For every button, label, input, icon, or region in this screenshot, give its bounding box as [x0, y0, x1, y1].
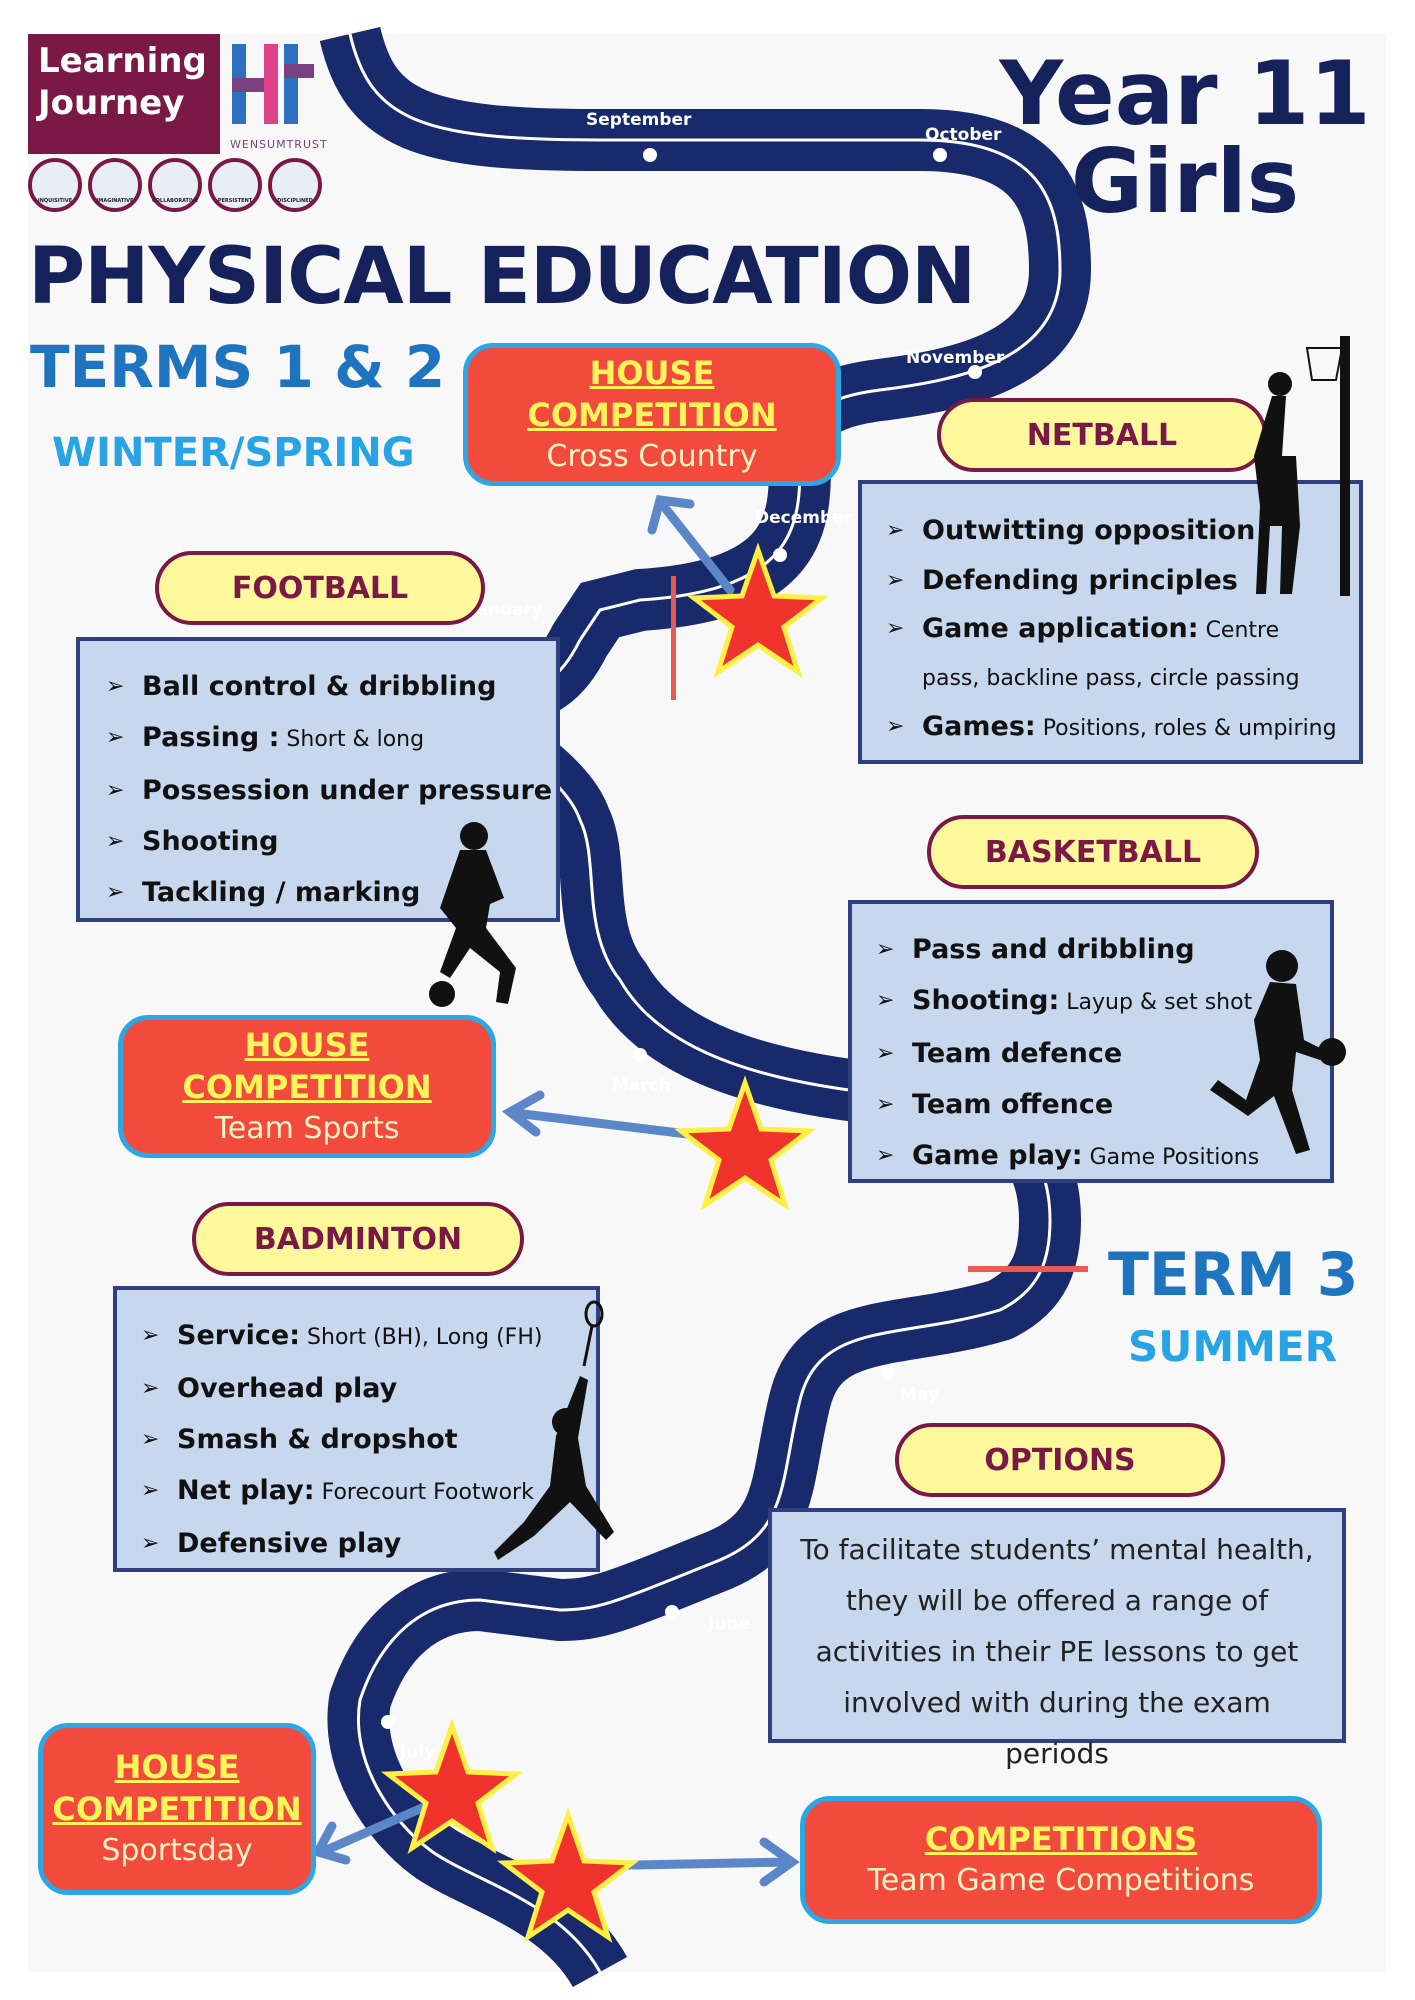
- options-text: To facilitate students’ mental health, t…: [800, 1533, 1314, 1770]
- october-marker: [933, 148, 947, 162]
- options-panel: To facilitate students’ mental health, t…: [768, 1508, 1346, 1770]
- competition-title-line1: HOUSE: [114, 1748, 240, 1786]
- logo-line1: Learning: [38, 41, 207, 81]
- badminton-item: Smash & dropshot: [141, 1414, 596, 1465]
- football-item: Tackling / marking: [106, 867, 556, 918]
- basketball-panel: Pass and dribbling Shooting: Layup & set…: [848, 900, 1334, 1183]
- house-competition-sportsday: HOUSE COMPETITION Sportsday: [38, 1723, 316, 1895]
- competitions-team-games: COMPETITIONS Team Game Competitions: [800, 1796, 1322, 1924]
- month-july: July: [400, 1742, 436, 1762]
- trust-name: WENSUMTRUST: [230, 138, 328, 151]
- term-divider-2: [968, 1266, 1088, 1272]
- november-marker: [968, 365, 982, 379]
- month-june: June: [708, 1614, 751, 1634]
- netball-item: Games: Positions, roles & umpiring: [886, 702, 1359, 754]
- badminton-item: Service: Short (BH), Long (FH): [141, 1310, 596, 1363]
- year-line2: Girls: [1070, 130, 1300, 233]
- netball-panel: Outwitting opposition Defending principl…: [858, 480, 1363, 764]
- competition-title: HOUSE COMPETITION: [182, 1025, 432, 1106]
- badminton-label: BADMINTON: [192, 1202, 524, 1276]
- football-player-icon: [429, 822, 516, 1007]
- netball-label: NETBALL: [937, 398, 1267, 472]
- learning-journey-logo: Learning Journey: [28, 34, 220, 154]
- netball-list: Outwitting opposition Defending principl…: [886, 506, 1359, 754]
- house-competition-cross-country: HOUSE COMPETITION Cross Country: [463, 343, 841, 486]
- basketball-item: Shooting: Layup & set shot: [876, 975, 1330, 1028]
- football-label: FOOTBALL: [155, 551, 485, 625]
- collaborative-icon: COLLABORATIVE: [148, 158, 202, 212]
- football-item: Passing : Short & long: [106, 712, 556, 765]
- basketball-item: Pass and dribbling: [876, 924, 1330, 975]
- logo-line2: Journey: [38, 83, 185, 123]
- badminton-player-icon: [494, 1300, 614, 1560]
- season-heading: WINTER/SPRING: [52, 430, 415, 476]
- june-marker: [665, 1605, 679, 1619]
- month-november: November: [906, 348, 1005, 368]
- competition-subtitle: Team Sports: [214, 1110, 400, 1146]
- terms-heading: TERMS 1 & 2: [30, 333, 446, 401]
- football-list: Ball control & dribbling Passing : Short…: [106, 661, 556, 918]
- football-item: Possession under pressure: [106, 765, 556, 816]
- disciplined-icon: DISCIPLINED: [268, 158, 322, 212]
- imaginative-icon: IMAGINATIVE: [88, 158, 142, 212]
- competition-title: HOUSE COMPETITION: [527, 353, 777, 434]
- basketball-list: Pass and dribbling Shooting: Layup & set…: [876, 924, 1330, 1183]
- march-marker: [633, 1048, 647, 1062]
- school-values: INQUISITIVE IMAGINATIVE COLLABORATIVE PE…: [28, 158, 338, 212]
- month-october: October: [925, 125, 1002, 145]
- basketball-item: Game play: Game Positions: [876, 1130, 1330, 1183]
- september-marker: [643, 148, 657, 162]
- basketball-item: Team offence: [876, 1079, 1330, 1130]
- football-item: Ball control & dribbling: [106, 661, 556, 712]
- badminton-panel: Service: Short (BH), Long (FH) Overhead …: [113, 1286, 600, 1572]
- may-marker: [881, 1366, 895, 1380]
- trust-logo-icon: [232, 44, 314, 124]
- inquisitive-icon: INQUISITIVE: [28, 158, 82, 212]
- page-title: PHYSICAL EDUCATION: [28, 232, 976, 322]
- july-marker: [381, 1715, 395, 1729]
- competition-subtitle: Sportsday: [101, 1833, 253, 1868]
- term3-heading: TERM 3: [1108, 1240, 1359, 1310]
- basketball-item: Team defence: [876, 1028, 1330, 1079]
- month-january: January: [470, 600, 543, 620]
- options-label: OPTIONS: [895, 1423, 1225, 1497]
- netball-player-icon: [1254, 336, 1350, 596]
- month-september: September: [586, 110, 692, 130]
- basketball-player-icon: [1210, 950, 1346, 1154]
- competition-title-line2: COMPETITION: [52, 1790, 302, 1828]
- stars: [380, 542, 830, 1944]
- competition-subtitle: Team Game Competitions: [867, 1863, 1255, 1898]
- road-centre-line: [348, 33, 1062, 1973]
- month-march: March: [612, 1076, 671, 1096]
- badminton-item: Net play: Forecourt Footwork: [141, 1465, 596, 1518]
- december-marker: [773, 548, 787, 562]
- badminton-item: Overhead play: [141, 1363, 596, 1414]
- competition-subtitle: Cross Country: [546, 438, 758, 474]
- month-december: December: [755, 508, 853, 528]
- basketball-label: BASKETBALL: [927, 815, 1259, 889]
- netball-item: Defending principles: [886, 556, 1359, 606]
- competition-title: COMPETITIONS: [924, 1820, 1198, 1858]
- month-may: May: [900, 1385, 939, 1405]
- netball-item: Game application: Centre pass, backline …: [886, 606, 1342, 702]
- term-divider-1: [671, 576, 676, 700]
- badminton-item: Defensive play: [141, 1518, 596, 1569]
- netball-item: Outwitting opposition: [886, 506, 1359, 556]
- persistent-icon: PERSISTENT: [208, 158, 262, 212]
- house-competition-team-sports: HOUSE COMPETITION Team Sports: [118, 1015, 496, 1158]
- summer-heading: SUMMER: [1128, 1322, 1337, 1371]
- year-line1: Year 11: [999, 42, 1371, 145]
- football-item: Shooting: [106, 816, 556, 867]
- year-heading: Year 11 Girls: [985, 50, 1385, 226]
- badminton-list: Service: Short (BH), Long (FH) Overhead …: [141, 1310, 596, 1569]
